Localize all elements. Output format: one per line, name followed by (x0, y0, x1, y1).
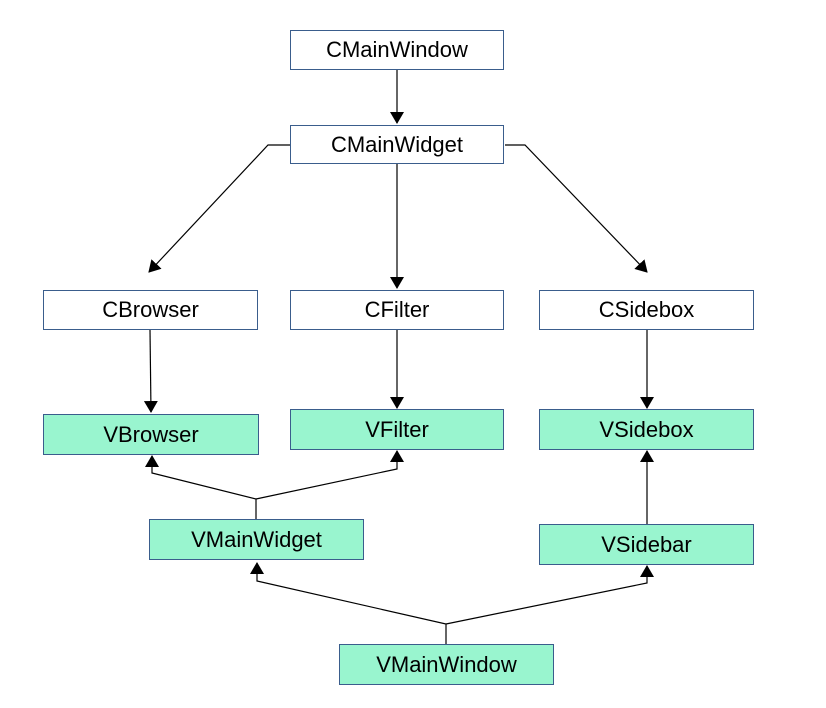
edge-cmainwidget-csidebox (505, 144, 648, 273)
node-label: CMainWidget (330, 131, 464, 157)
node-label: VSidebox (599, 416, 694, 442)
node-label: CBrowser (102, 297, 199, 322)
node-vfilter: VFilter (290, 409, 504, 450)
node-label: CSidebox (598, 297, 695, 322)
node-vmainwidget: VMainWidget (149, 519, 364, 560)
edge-cbrowser-vbrowser (143, 329, 158, 413)
edge-cmainwidget-cbrowser (148, 144, 290, 273)
node-label: VMainWindow (376, 651, 517, 677)
node-label: VMainWidget (191, 526, 322, 552)
node-cbrowser: CBrowser (43, 290, 258, 330)
node-vsidebox: VSidebox (539, 409, 754, 450)
node-label: CFilter (364, 297, 430, 322)
node-cmainwindow: CMainWindow (290, 30, 504, 70)
node-label: VSidebar (601, 531, 692, 557)
edge-vmainwidget-vfilter (255, 450, 404, 500)
node-cmainwidget: CMainWidget (290, 125, 504, 164)
node-vbrowser: VBrowser (43, 414, 259, 455)
node-label: CMainWindow (326, 37, 468, 62)
node-cfilter: CFilter (290, 290, 504, 330)
node-vmainwindow: VMainWindow (339, 644, 554, 685)
node-csidebox: CSidebox (539, 290, 754, 330)
edge-vmainwindow-vsidebar (445, 565, 654, 625)
edge-vmainwindow-vmainwidget (250, 562, 447, 644)
node-vsidebar: VSidebar (539, 524, 754, 565)
node-label: VBrowser (103, 421, 199, 447)
edge-vmainwidget-vbrowser (145, 455, 257, 519)
node-label: VFilter (365, 416, 429, 442)
